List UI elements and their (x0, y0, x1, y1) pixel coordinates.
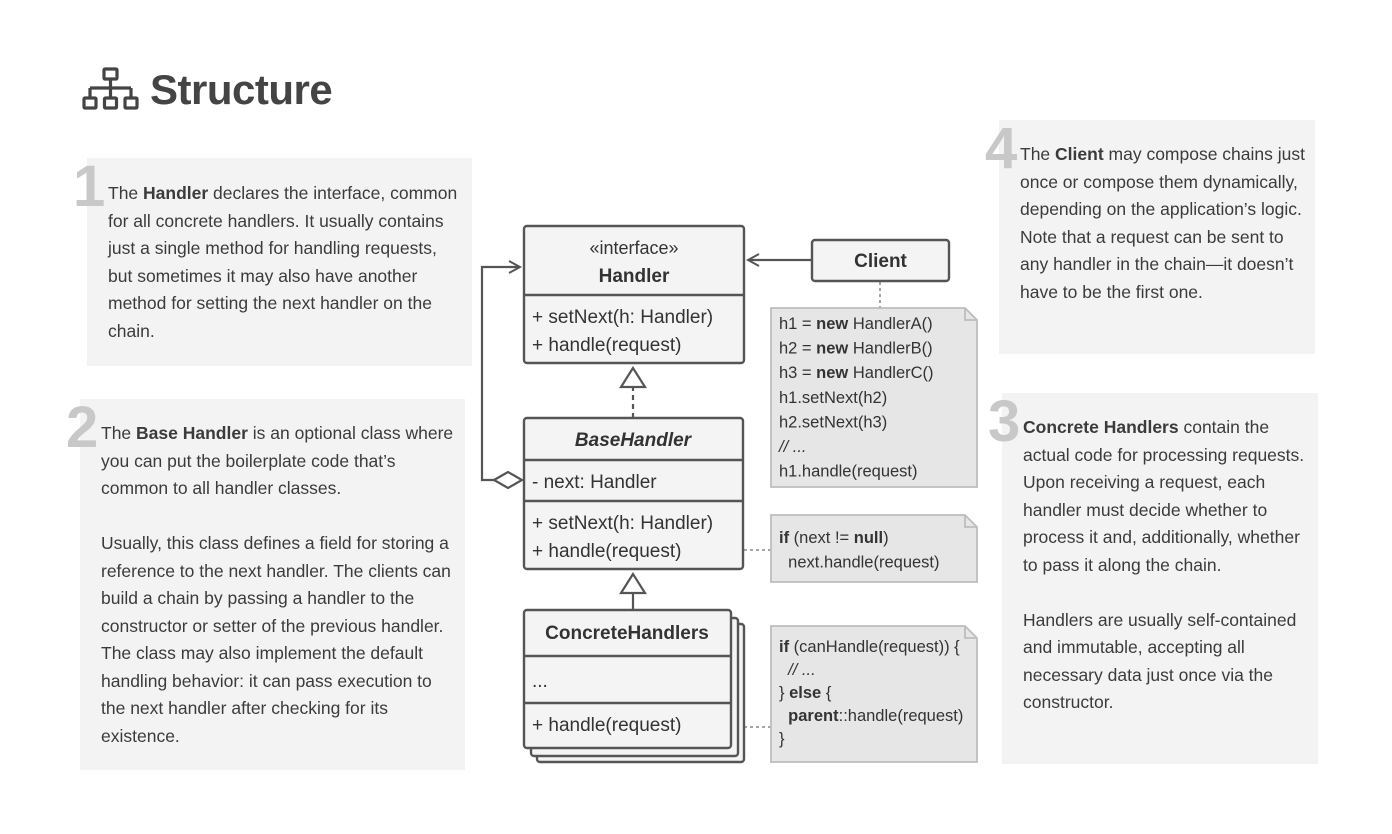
panel-base-handler-description (80, 399, 465, 770)
paragraph: The Client may compose chains just once … (1020, 141, 1305, 306)
panel-client-description (999, 120, 1315, 354)
text-run: The (108, 183, 144, 203)
panel-handler-description (87, 158, 472, 366)
client-class: Client (810, 238, 951, 283)
paragraph: The Handler declares the interface, comm… (108, 180, 460, 345)
text-run: may compose chains just once or compose … (1020, 144, 1305, 302)
code-token: HandlerB() (848, 340, 932, 358)
step-number-2: 2 (66, 395, 99, 460)
code-token: // ... (779, 661, 816, 679)
panel-1-text: The Handler declares the interface, comm… (108, 180, 460, 345)
realization-triangle (619, 365, 647, 389)
code-token (779, 707, 788, 725)
concrete-handlers-class-name: ConcreteHandlers (545, 623, 709, 644)
structure-hierarchy-icon (82, 67, 139, 110)
code-token: h1.handle(request) (779, 463, 918, 481)
code-token: HandlerC() (848, 364, 933, 382)
code-token: // ... (778, 438, 807, 456)
concrete-handlers-method: + handle(request) (532, 715, 681, 736)
bold-term: Client (1055, 144, 1104, 164)
code-token: null (854, 529, 883, 547)
code-token: HandlerA() (848, 315, 932, 333)
code-token: if (779, 638, 790, 656)
text-run: The (101, 423, 137, 443)
svg-text:h1 = new HandlerA()h2 = new Ha: h1 = new HandlerA() h2 = new HandlerB() h3… (778, 315, 934, 481)
paragraph: Handlers are usually self-contained and … (1023, 607, 1308, 717)
text-run: is an optional class where you can put t… (101, 423, 454, 498)
panel-2-text: The Base Handler is an optional class wh… (101, 420, 456, 750)
paragraph: Usually, this class defines a field for … (101, 530, 456, 750)
paragraph: The Base Handler is an optional class wh… (101, 420, 456, 503)
code-token: ) (883, 529, 889, 547)
text-run: Handlers are usually self-contained and … (1023, 609, 1297, 713)
svg-text:if (canHandle(request)) { //: if (canHandle(request)) { // ...} else {… (779, 638, 963, 748)
base-handler-code-note: if (next != null) next.handle(request) (770, 514, 978, 583)
base-handler-method: + setNext(h: Handler) (532, 513, 713, 534)
base-handler-class-name: BaseHandler (575, 430, 693, 451)
handler-interface-class: «interface» Handler + setNext(h: Handler… (522, 224, 746, 365)
panel-3-text: Concrete Handlers contain the actual cod… (1023, 414, 1308, 717)
text-run: contain the actual code for processing r… (1023, 417, 1305, 575)
code-token: if (779, 529, 790, 547)
text-run: declares the interface, common for all c… (108, 183, 458, 341)
code-token: ::handle(request) (839, 707, 964, 725)
page-header: Structure (82, 62, 333, 118)
concrete-handlers-field: ... (532, 671, 548, 692)
panel-concrete-handlers-description (1002, 393, 1318, 764)
handler-method: + setNext(h: Handler) (532, 307, 713, 328)
code-token: h3 = (779, 364, 816, 382)
code-token: } (779, 730, 785, 748)
inheritance-triangle (619, 571, 647, 595)
code-token: } (779, 684, 789, 702)
base-handler-method: + handle(request) (532, 541, 681, 562)
page-title: Structure (150, 66, 333, 113)
code-token: parent (788, 707, 839, 725)
bold-term: Handler (143, 183, 209, 203)
code-token: h1 = (779, 315, 816, 333)
code-token: h2.setNext(h3) (779, 413, 887, 431)
panel-4-text: The Client may compose chains just once … (1020, 141, 1305, 306)
handler-class-name: Handler (599, 266, 670, 287)
aggregation-diamond (491, 470, 525, 490)
code-token: next.handle(request) (779, 554, 940, 572)
base-handler-field: - next: Handler (532, 472, 657, 493)
step-number-4: 4 (985, 116, 1018, 181)
bold-term: Base Handler (136, 423, 248, 443)
code-token: new (816, 364, 848, 382)
text-run: The (1020, 144, 1056, 164)
client-class-name: Client (854, 251, 907, 272)
code-token: (next != (789, 529, 854, 547)
concrete-handlers-code-note: if (canHandle(request)) { // ...} else {… (770, 625, 978, 763)
code-token: h2 = (779, 340, 816, 358)
step-number-3: 3 (988, 389, 1021, 454)
code-token: h1.setNext(h2) (779, 389, 887, 407)
step-number-1: 1 (73, 154, 106, 219)
svg-text:if (next != null) next.handle: if (next != null) next.handle(request) (779, 529, 940, 572)
concrete-handlers-class: ConcreteHandlers ... + handle(request) (522, 608, 746, 764)
client-code-note: h1 = new HandlerA() h2 = new HandlerB() h3… (770, 307, 978, 488)
code-token: new (816, 315, 848, 333)
text-run: Usually, this class defines a field for … (101, 533, 451, 746)
code-token: { (821, 684, 832, 702)
handler-method: + handle(request) (532, 335, 681, 356)
code-token: new (816, 340, 848, 358)
paragraph: Concrete Handlers contain the actual cod… (1023, 414, 1308, 579)
code-token: else (789, 684, 821, 702)
aggregation-line (480, 267, 520, 482)
base-handler-class: BaseHandler - next: Handler + setNext(h:… (522, 416, 745, 571)
bold-term: Concrete Handlers (1023, 417, 1179, 437)
code-token: (canHandle(request)) { (789, 638, 960, 656)
handler-stereotype: «interface» (589, 238, 678, 258)
